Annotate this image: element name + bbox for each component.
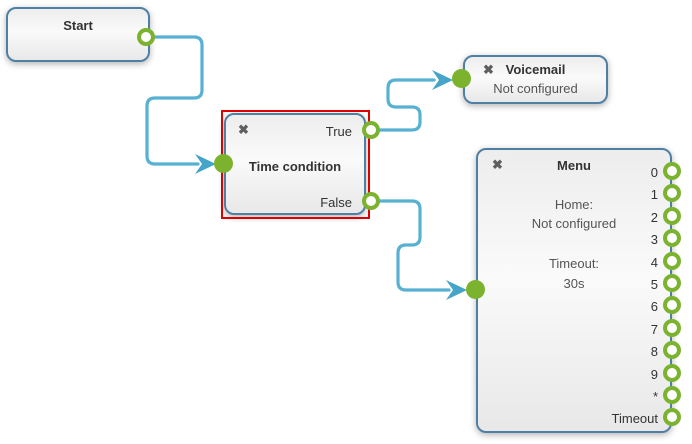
delete-icon[interactable]: ✖ [483, 62, 494, 77]
port-menu-out-6[interactable] [663, 296, 681, 314]
port-time-condition-false[interactable] [362, 192, 380, 210]
output-label-6: 6 [650, 299, 658, 314]
output-label-true: True [325, 124, 352, 139]
arrowhead-icon [432, 70, 453, 90]
output-label-8: 8 [650, 344, 658, 359]
delete-icon[interactable]: ✖ [492, 157, 503, 172]
port-voicemail-in[interactable] [452, 69, 471, 88]
delete-icon[interactable]: ✖ [238, 122, 249, 137]
output-label-5: 5 [650, 277, 658, 292]
menu-home-label: Home: [554, 197, 594, 212]
port-menu-out-7[interactable] [663, 319, 681, 337]
port-start-out[interactable] [137, 28, 155, 46]
node-time-condition-title: Time condition [248, 159, 342, 174]
node-menu[interactable]: ✖ Menu Home: Not configured Timeout: 30s… [476, 148, 672, 433]
port-menu-out-4[interactable] [663, 252, 681, 270]
port-menu-out-2[interactable] [663, 207, 681, 225]
port-menu-out-3[interactable] [663, 229, 681, 247]
arrowhead-icon [446, 280, 467, 300]
output-label-0: 0 [650, 165, 658, 180]
output-label-2: 2 [650, 210, 658, 225]
node-voicemail-title: Voicemail [505, 62, 566, 77]
port-menu-out-timeout[interactable] [663, 408, 681, 426]
node-voicemail-status: Not configured [493, 81, 578, 96]
connector-false-to-menu [370, 199, 467, 300]
node-voicemail[interactable]: ✖ Voicemail Not configured [463, 55, 608, 104]
menu-home-value: Not configured [531, 216, 617, 231]
output-label-7: 7 [650, 322, 658, 337]
port-menu-out-8[interactable] [663, 341, 681, 359]
output-label-4: 4 [650, 255, 658, 270]
connector-start-to-timecondition [144, 35, 216, 174]
port-menu-out-0[interactable] [663, 162, 681, 180]
node-start-title: Start [63, 18, 93, 33]
port-menu-out-9[interactable] [663, 364, 681, 382]
output-label-false: False [320, 195, 352, 210]
menu-timeout-label: Timeout: [548, 256, 600, 271]
port-time-condition-in[interactable] [214, 154, 233, 173]
output-label-1: 1 [650, 187, 658, 202]
port-menu-out-1[interactable] [663, 184, 681, 202]
output-label-timeout: Timeout [611, 411, 658, 426]
port-time-condition-true[interactable] [362, 121, 380, 139]
port-menu-in[interactable] [466, 280, 485, 299]
connector-true-to-voicemail [370, 70, 453, 132]
node-time-condition[interactable]: ✖ Time condition True False [224, 113, 366, 215]
node-start[interactable]: Start [6, 7, 150, 62]
port-menu-out-star[interactable] [663, 386, 681, 404]
node-menu-title: Menu [557, 158, 591, 173]
port-menu-out-5[interactable] [663, 274, 681, 292]
menu-timeout-value: 30s [563, 276, 585, 291]
output-label-star: * [652, 389, 658, 404]
output-label-3: 3 [650, 232, 658, 247]
output-label-9: 9 [650, 367, 658, 382]
arrowhead-icon [195, 154, 216, 174]
